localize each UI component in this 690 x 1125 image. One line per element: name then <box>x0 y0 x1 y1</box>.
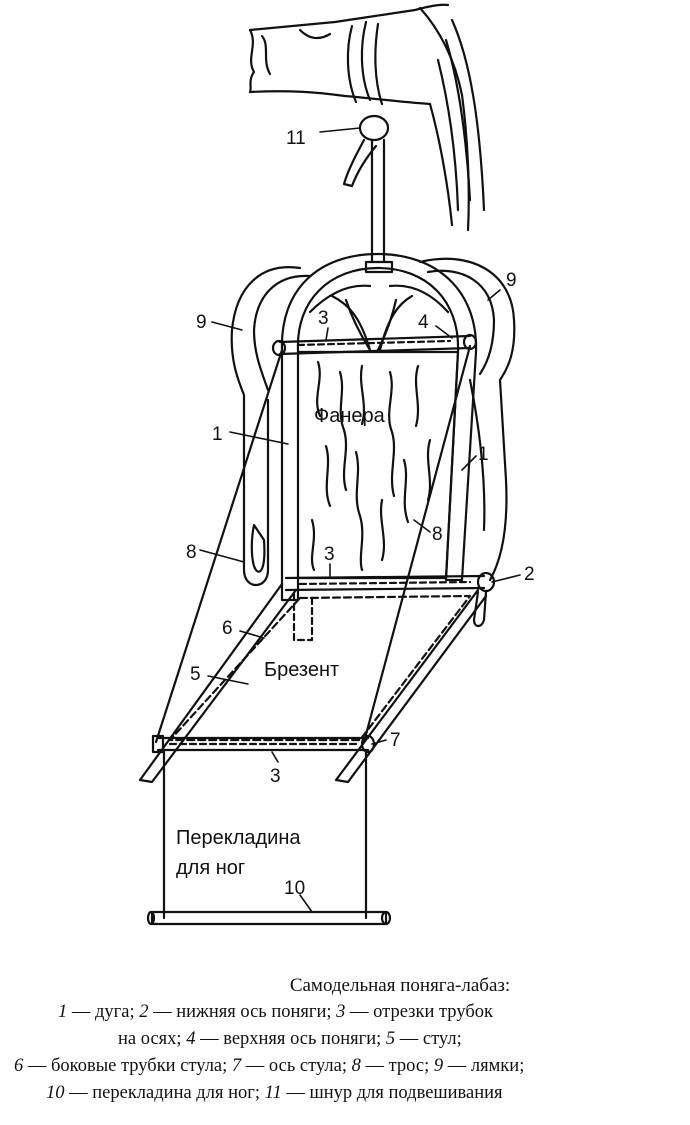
callout-9-right: 9 <box>506 270 517 291</box>
foot-crossbar <box>146 750 392 926</box>
caption-row: 10 — перекладина для ног; 11 — шнур для … <box>0 1080 690 1107</box>
label-canvas: Брезент <box>264 659 339 681</box>
caption-text: — нижняя ось поняги; <box>148 1002 337 1022</box>
callout-3-mid: 3 <box>324 544 335 565</box>
label-plywood: Фанера <box>314 405 386 427</box>
caption-row: 6 — боковые трубки стула; 7 — ось стула;… <box>0 1053 690 1080</box>
tree-branch <box>248 3 486 232</box>
callout-1-left: 1 <box>212 424 223 445</box>
caption-text: — дуга; <box>67 1002 140 1022</box>
caption-row: 1 — дуга; 2 — нижняя ось поняги; 3 — отр… <box>0 999 690 1026</box>
caption-number: 9 <box>433 1056 444 1076</box>
caption-number: 5 <box>385 1029 396 1049</box>
callout-2: 2 <box>524 564 535 585</box>
shoulder-straps <box>230 257 516 587</box>
seat-axle <box>151 734 376 754</box>
callout-8-left: 8 <box>186 542 197 563</box>
arc-frame <box>280 252 478 602</box>
label-crossbar-line1: Перекладина <box>176 827 301 849</box>
caption-text: — верхняя ось поняги; <box>195 1029 386 1049</box>
callout-6: 6 <box>222 618 233 639</box>
caption-number: 3 <box>336 1002 346 1022</box>
callout-7: 7 <box>390 730 401 751</box>
caption-number: 1 <box>58 1002 68 1022</box>
callout-5: 5 <box>190 664 201 685</box>
callout-3-bottom: 3 <box>270 766 281 787</box>
callout-3-top: 3 <box>318 308 329 329</box>
hanging-cord <box>342 20 394 274</box>
caption-number: 2 <box>139 1002 149 1022</box>
callout-11: 11 <box>286 128 306 149</box>
caption-text: — отрезки трубок <box>345 1002 493 1022</box>
caption-text: — ось стула; <box>241 1056 352 1076</box>
caption-number: 10 <box>46 1083 65 1103</box>
upper-axle <box>271 333 478 357</box>
caption-text: — перекладина для ног; <box>64 1083 265 1103</box>
caption-title: Самодельная поняга-лабаз: <box>289 975 511 996</box>
caption-number: 7 <box>231 1056 242 1076</box>
caption-number: 11 <box>264 1083 282 1103</box>
caption-number: 8 <box>351 1056 361 1076</box>
lower-axle <box>284 571 496 642</box>
caption-text: — трос; <box>360 1056 434 1076</box>
caption-text: — лямки; <box>443 1056 525 1076</box>
callout-4: 4 <box>418 312 429 333</box>
caption-text: на осях; <box>118 1029 187 1049</box>
caption-number: 6 <box>14 1056 24 1076</box>
caption-text: — стул; <box>395 1029 462 1049</box>
callout-9-left: 9 <box>196 312 207 333</box>
callout-8-right: 8 <box>432 524 443 545</box>
callout-1-right: 1 <box>478 444 489 465</box>
caption-number: 4 <box>186 1029 196 1049</box>
figure-caption: Самодельная поняга-лабаз: 1 — дуга; 2 — … <box>0 972 690 1107</box>
ponyaga-diagram: 11 9 9 3 4 1 1 8 8 3 2 6 5 7 3 10 Фанера… <box>138 3 535 926</box>
support-cables <box>154 344 472 744</box>
caption-row: на осях; 4 — верхняя ось поняги; 5 — сту… <box>0 1026 690 1053</box>
caption-text: — шнур для подвешивания <box>281 1083 503 1103</box>
callout-10: 10 <box>284 878 305 899</box>
leader-lines <box>199 127 521 913</box>
caption-text: — боковые трубки стула; <box>23 1056 232 1076</box>
label-crossbar-line2: для ног <box>176 857 245 879</box>
seat-frame <box>138 582 488 784</box>
